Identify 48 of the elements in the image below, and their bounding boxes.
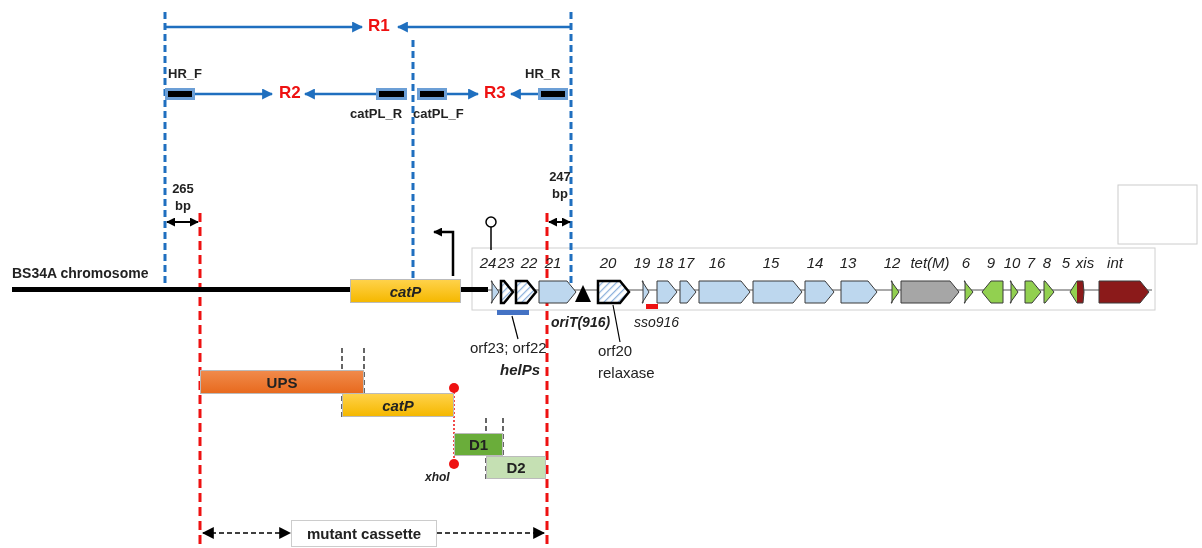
cassette-segment: D2 [486,456,546,479]
gene-number: 23 [497,254,515,272]
cassette-segment: D1 [454,433,503,456]
gene-number: xis [1075,254,1095,272]
gene-number: 20 [599,254,617,272]
gene-number: 12 [883,254,901,272]
region-label: mutant cassette [291,520,437,547]
primer-label: HR_F [168,66,202,81]
leader-line [612,304,621,343]
primer-label: HR_R [525,66,561,81]
gene-number: 19 [633,254,651,272]
gene-number: 9 [986,254,996,272]
gene-number: 24 [479,254,497,272]
gene-number: 13 [839,254,857,272]
cassette-segment: UPS [200,370,364,394]
gene-number: 10 [1003,254,1021,272]
gene-number: 17 [677,254,695,272]
primer-label: catPL_F [413,106,464,121]
leader-line [511,315,519,340]
restriction-site-label: xhoI [425,470,450,485]
gene-number: int [1107,254,1123,272]
protein-name: relaxase [598,365,655,380]
primer-label: catPL_R [350,106,403,121]
gene-number: 7 [1026,254,1036,272]
dimension-label: R3 [484,85,506,100]
protein-name: helPs [500,362,541,377]
gene-name: orf20 [598,343,633,358]
gene-number: 22 [520,254,538,272]
length-label: 247 bp [548,168,572,202]
site-label: sso916 [634,315,680,330]
chromosome-label: BS34A chromosome [12,266,149,281]
gene-number: 18 [656,254,674,272]
region-bar [497,310,529,315]
gene-number: 15 [762,254,780,272]
length-label: 265 bp [171,180,195,214]
dimension-label: R1 [368,18,390,33]
gene-number: 6 [961,254,971,272]
gene-number: 14 [806,254,824,272]
gene-box: catP [350,279,461,303]
gene-number: tet(M) [910,254,950,272]
gene-number: 5 [1061,254,1071,272]
gene-name: orf23; orf22 [470,340,547,355]
site-label: oriT(916) [551,315,611,330]
dimension-label: R2 [279,85,301,100]
cassette-segment: catP [342,393,454,417]
gene-number: 8 [1042,254,1052,272]
gene-number: 21 [544,254,562,272]
gene-number: 16 [708,254,726,272]
